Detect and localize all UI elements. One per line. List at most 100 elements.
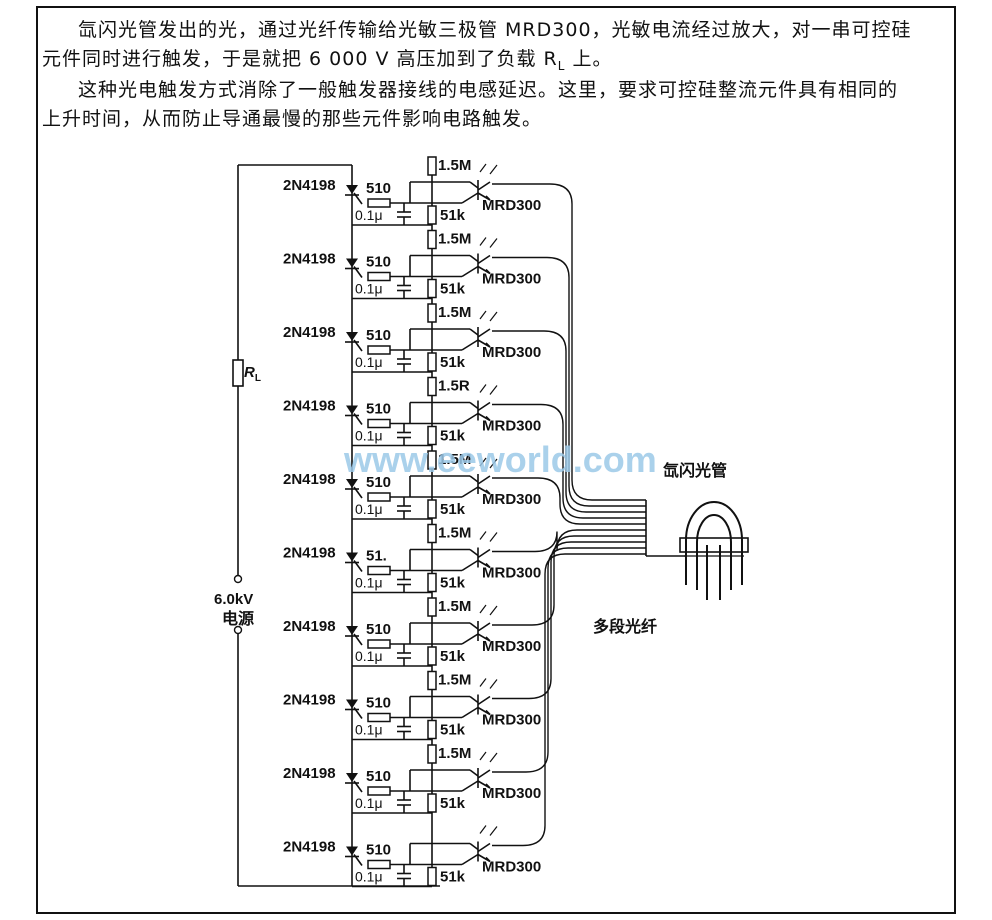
watermark: www.eeworld.com <box>343 439 657 480</box>
gate-resistor <box>367 859 391 870</box>
phototransistor-label: MRD300 <box>482 712 541 729</box>
gate-resistor <box>367 198 391 208</box>
cap-label: 0.1μ <box>355 869 383 885</box>
phototransistor-label: MRD300 <box>482 785 541 802</box>
gate-resistor-label: 51. <box>366 548 387 565</box>
optical-fiber <box>492 330 646 513</box>
divider-resistor-top <box>427 376 437 397</box>
collector-wire-2 <box>469 181 479 189</box>
base-wire-2 <box>461 265 479 278</box>
scr-label: 2N4198 <box>283 839 336 856</box>
light-arrows <box>479 531 498 542</box>
divider-resistor-bottom <box>427 278 437 299</box>
light-arrows <box>479 310 498 322</box>
light-arrows <box>479 751 498 763</box>
divider-resistor-bottom-label: 51k <box>440 795 466 812</box>
gate-resistor-label: 510 <box>366 842 391 859</box>
divider-resistor-bottom-label: 51k <box>440 501 466 518</box>
cap-label: 0.1μ <box>355 575 383 591</box>
scr-label: 2N4198 <box>283 177 336 194</box>
optical-fiber <box>492 183 646 501</box>
optical-fiber <box>492 547 646 773</box>
base-wire-2 <box>461 339 479 351</box>
supply-terminal-bottom <box>233 625 243 635</box>
gate-resistor-label: 510 <box>366 768 391 785</box>
scr-label: 2N4198 <box>283 324 336 341</box>
gate-resistor-label: 510 <box>366 621 391 638</box>
collector-wire-2 <box>469 842 479 851</box>
divider-resistor-top-label: 1.5M <box>438 598 471 615</box>
light-arrows <box>479 457 498 469</box>
divider-resistor-top <box>427 156 437 176</box>
gate-resistor-label: 510 <box>366 327 391 344</box>
light-arrows <box>479 604 498 616</box>
cap-label: 0.1μ <box>355 207 383 223</box>
gate-resistor <box>367 271 391 282</box>
phototransistor-label: MRD300 <box>482 638 541 655</box>
scr-symbol <box>346 185 358 194</box>
phototransistor-symbol <box>477 768 491 789</box>
divider-resistor-top-label: 1.5M <box>438 672 471 689</box>
flash-tube <box>679 501 749 600</box>
optical-fiber <box>492 256 646 507</box>
light-arrows <box>479 237 498 248</box>
optical-fiber <box>492 535 646 626</box>
divider-resistor-bottom-label: 51k <box>440 281 466 298</box>
phototransistor-symbol <box>477 474 491 495</box>
phototransistor-symbol <box>477 621 491 642</box>
scr-symbol <box>346 626 358 635</box>
divider-resistor-top <box>427 523 437 544</box>
gate-resistor-label: 510 <box>366 401 391 418</box>
scr-label: 2N4198 <box>283 545 336 562</box>
cap-label: 0.1μ <box>355 354 383 370</box>
scr-symbol <box>346 405 358 415</box>
cap-label: 0.1μ <box>355 281 383 297</box>
divider-resistor-bottom <box>427 719 437 740</box>
scr-symbol <box>346 773 358 782</box>
divider-resistor-bottom-label: 51k <box>440 648 466 665</box>
divider-resistor-bottom <box>427 646 437 666</box>
collector-wire-2 <box>469 622 479 630</box>
divider-resistor-top <box>427 229 437 250</box>
phototransistor-symbol <box>477 547 491 569</box>
optical-fiber <box>492 529 646 553</box>
base-wire-2 <box>461 780 479 792</box>
collector-wire-2 <box>469 475 479 483</box>
phototransistor-label: MRD300 <box>482 859 541 876</box>
scr-label: 2N4198 <box>283 765 336 782</box>
phototransistor-label: MRD300 <box>482 344 541 361</box>
base-wire-2 <box>461 853 479 866</box>
cap-label: 0.1μ <box>355 501 383 517</box>
optical-fiber <box>492 553 646 847</box>
cap-label: 0.1μ <box>355 795 383 811</box>
base-wire-2 <box>461 633 479 645</box>
cap-label: 0.1μ <box>355 428 383 444</box>
divider-resistor-top-label: 1.5R <box>438 378 470 395</box>
phototransistor-label: MRD300 <box>482 418 541 435</box>
divider-resistor-top <box>427 303 437 323</box>
base-wire-2 <box>461 706 479 719</box>
phototransistor-symbol <box>477 694 491 716</box>
cap-label: 0.1μ <box>355 648 383 664</box>
light-arrows <box>479 825 498 836</box>
divider-resistor-bottom-label: 51k <box>440 722 466 739</box>
phototransistor-symbol <box>477 253 491 275</box>
phototransistor-symbol <box>477 327 491 348</box>
gate-resistor <box>367 565 391 576</box>
collector-wire-2 <box>469 254 479 263</box>
load-label: RL <box>244 364 261 384</box>
divider-resistor-top-label: 1.5M <box>438 304 471 321</box>
divider-resistor-top <box>427 670 437 691</box>
gate-resistor-label: 510 <box>366 695 391 712</box>
phototransistor-symbol <box>477 180 491 201</box>
divider-resistor-bottom <box>427 205 437 225</box>
base-wire-2 <box>461 486 479 498</box>
divider-resistor-bottom-label: 51k <box>440 869 466 886</box>
divider-resistor-bottom-label: 51k <box>440 207 466 224</box>
gate-resistor <box>367 492 391 502</box>
divider-resistor-top <box>427 450 437 470</box>
divider-resistor-bottom-label: 51k <box>440 428 466 445</box>
figure-frame <box>36 6 956 914</box>
divider-resistor-bottom <box>427 793 437 813</box>
collector-wire-2 <box>469 548 479 557</box>
